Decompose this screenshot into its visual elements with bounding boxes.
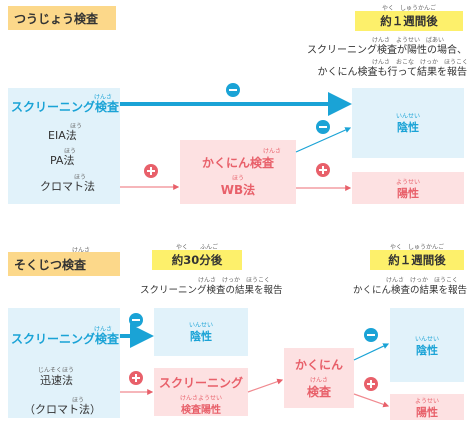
routine-negative-furigana: いんせい bbox=[395, 113, 420, 120]
rapid-negative-30-furigana: いんせい bbox=[188, 322, 213, 329]
routine-screening-furigana: けんさ bbox=[94, 94, 113, 101]
rapid-confirm-furigana: けんさ bbox=[309, 377, 328, 384]
rapid-to-confirm-arrow bbox=[247, 378, 284, 393]
routine-method-2: PA法 bbox=[50, 154, 75, 167]
rapid-result-30-note: スクリーニング検査の結果を報告 bbox=[140, 285, 283, 296]
rapid-test-header: そくじつ検査 bbox=[8, 252, 120, 276]
routine-result-time-label: 約１週間後 bbox=[355, 11, 463, 31]
minus-sign-icon bbox=[364, 328, 378, 342]
rapid-result-week-note-furigana: けんさ けっか ほうこく bbox=[386, 277, 459, 284]
rapid-positive-screen-title: スクリーニング bbox=[158, 376, 243, 390]
rapid-negative-30-box bbox=[154, 308, 248, 356]
routine-screening-box bbox=[8, 88, 120, 204]
routine-confirm-title: かくにん検査 bbox=[201, 156, 274, 170]
rapid-screening-furigana: けんさ bbox=[94, 326, 113, 333]
rapid-confirm-negative-arrow bbox=[353, 343, 390, 361]
rapid-negative-30-label: 陰性 bbox=[190, 330, 212, 343]
routine-method-1: EIA法 bbox=[48, 129, 77, 142]
rapid-positive-screen-sub: 検査陽性 bbox=[181, 405, 221, 416]
rapid-positive-furigana: ようせい bbox=[414, 398, 439, 405]
rapid-negative-box bbox=[390, 308, 464, 382]
rapid-confirm-title: かくにん bbox=[294, 358, 343, 372]
routine-result-furigana: やく しゅうかんご bbox=[381, 5, 436, 12]
routine-positive-furigana: ようせい bbox=[395, 179, 420, 186]
rapid-positive-box bbox=[390, 394, 464, 420]
routine-note-line-2: かくにん検査も行って結果を報告 bbox=[317, 67, 468, 78]
routine-note-furigana-1: けんさ ようせい ばあい bbox=[372, 37, 445, 44]
rapid-confirm-sub: 検査 bbox=[306, 385, 331, 399]
rapid-result-30-furigana: やく ふんご bbox=[175, 244, 218, 251]
routine-note-furigana-2: けんさ おこな けっか ほうこく bbox=[372, 59, 469, 66]
rapid-method-2: （クロマト法） bbox=[24, 403, 101, 416]
minus-sign-icon bbox=[316, 120, 330, 134]
rapid-positive-label: 陽性 bbox=[416, 406, 438, 419]
routine-confirm-furigana: けんさ bbox=[263, 148, 282, 155]
rapid-method-furigana-1: じんそくほう bbox=[38, 367, 75, 374]
routine-confirm-method: WB法 bbox=[220, 183, 256, 197]
routine-positive-label: 陽性 bbox=[397, 187, 419, 200]
rapid-positive-screen-box bbox=[154, 368, 248, 416]
rapid-negative-label: 陰性 bbox=[416, 344, 438, 357]
rapid-method-1: 迅速法 bbox=[40, 374, 73, 387]
rapid-method-furigana-2: ほう bbox=[72, 397, 85, 404]
routine-method-furigana-2: ほう bbox=[64, 148, 77, 155]
minus-sign-icon bbox=[129, 313, 143, 327]
rapid-screening-box bbox=[8, 308, 120, 418]
plus-sign-icon bbox=[364, 377, 378, 391]
rapid-negative-furigana: いんせい bbox=[414, 336, 439, 343]
routine-positive-box bbox=[352, 172, 464, 204]
minus-sign-icon bbox=[226, 83, 240, 97]
plus-sign-icon bbox=[129, 371, 143, 385]
rapid-result-week-label: 約１週間後 bbox=[370, 250, 464, 270]
routine-confirm-negative-arrow bbox=[295, 127, 352, 153]
rapid-screening-title: スクリーニング検査 bbox=[11, 332, 120, 346]
routine-confirm-box bbox=[180, 140, 296, 204]
routine-confirm-sub-furigana: ほう bbox=[231, 175, 244, 182]
rapid-header-furigana: けんさ bbox=[72, 247, 91, 254]
routine-screening-title: スクリーニング検査 bbox=[11, 100, 120, 114]
routine-method-furigana-1: ほう bbox=[70, 123, 83, 130]
rapid-positive-screen-furigana: けんさようせい bbox=[179, 395, 222, 402]
plus-sign-icon bbox=[144, 164, 158, 178]
plus-sign-icon bbox=[316, 163, 330, 177]
routine-note-line-1: スクリーニング検査が陽性の場合、 bbox=[307, 45, 467, 56]
routine-negative-label: 陰性 bbox=[397, 121, 419, 134]
rapid-confirm-positive-arrow bbox=[353, 393, 390, 408]
routine-test-header: つうじょう検査 bbox=[8, 6, 116, 30]
rapid-confirm-box bbox=[284, 348, 354, 408]
rapid-result-week-note: かくにん検査の結果を報告 bbox=[352, 285, 467, 296]
routine-method-3: クロマト法 bbox=[40, 180, 95, 193]
rapid-result-30-note-furigana: けんさ けっか ほうこく bbox=[198, 277, 271, 284]
routine-negative-box bbox=[352, 88, 464, 158]
rapid-result-week-furigana: やく しゅうかんご bbox=[389, 244, 444, 251]
rapid-result-30-label: 約30分後 bbox=[152, 250, 242, 270]
routine-method-furigana-3: ほう bbox=[74, 174, 87, 181]
